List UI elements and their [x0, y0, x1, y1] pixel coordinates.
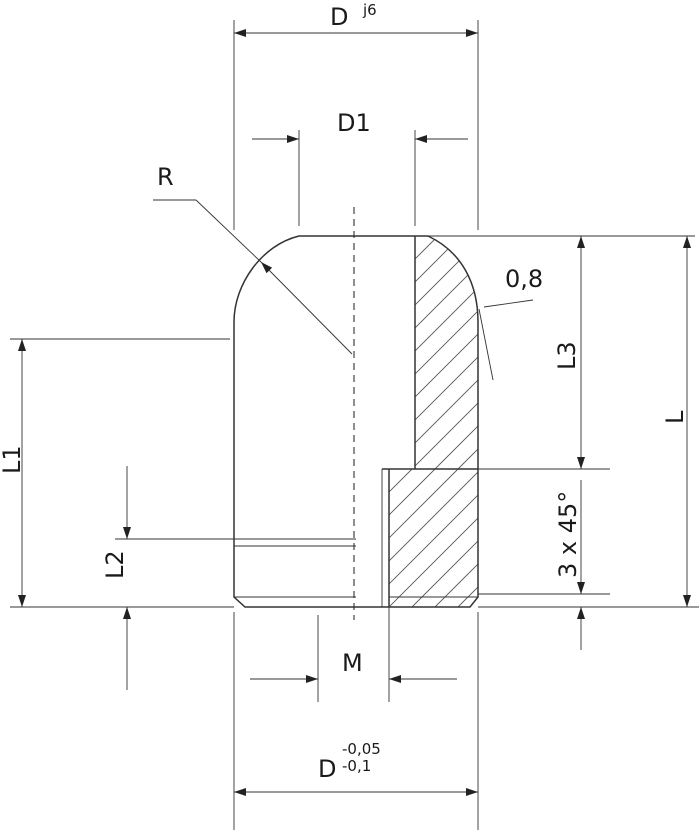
label-radius: R — [157, 163, 174, 191]
hatch-line — [415, 236, 462, 469]
hatch-line — [415, 236, 478, 469]
hatch-line — [389, 469, 436, 516]
label-bore-diameter: D1 — [337, 109, 371, 137]
hatch-line — [573, 236, 699, 469]
label-l1: L1 — [0, 445, 26, 474]
hatch-line — [389, 469, 459, 539]
label-tolerance-upper: -0,05 — [342, 740, 381, 758]
hatch-line — [434, 563, 478, 607]
radius-leader — [260, 261, 353, 355]
hatch-line — [434, 236, 478, 469]
hatch-line — [527, 469, 665, 607]
label-corner-radius: 0,8 — [505, 265, 543, 293]
hatch-line — [481, 469, 619, 607]
label-l3: L3 — [553, 341, 581, 370]
label-tolerance-lower: -0,1 — [342, 757, 371, 775]
hatch-line — [665, 236, 699, 469]
label-l: L — [661, 410, 689, 424]
hatch-line — [688, 236, 699, 469]
hatch-lower — [389, 469, 699, 607]
label-diameter-tolerance: j6 — [362, 1, 377, 19]
hatch-line — [415, 236, 478, 469]
hatch-line — [573, 469, 699, 607]
hatch-line — [596, 469, 699, 607]
hatch-line — [389, 469, 413, 493]
label-l2: L2 — [101, 550, 129, 579]
hatch-line — [411, 540, 478, 607]
hatch-line — [642, 236, 699, 469]
hatch-line — [389, 517, 478, 607]
hatch-line — [415, 236, 439, 469]
hatch-line — [389, 469, 390, 470]
label-diameter: D — [330, 3, 348, 31]
hatch-line — [415, 236, 416, 469]
hatch-line — [415, 236, 478, 469]
hatch-line — [389, 494, 478, 585]
hatch-line — [415, 236, 478, 469]
hatch-line — [415, 236, 478, 469]
hatch-line — [389, 471, 478, 562]
label-chamfer: 3 x 45° — [554, 491, 582, 578]
hatch-line — [596, 236, 699, 469]
hatch-line — [415, 236, 478, 469]
label-thread: M — [342, 649, 363, 677]
label-diameter-bottom: D — [318, 755, 336, 783]
part-outline — [233, 235, 479, 608]
hatch-upper — [415, 236, 699, 469]
hatch-line — [415, 236, 478, 469]
